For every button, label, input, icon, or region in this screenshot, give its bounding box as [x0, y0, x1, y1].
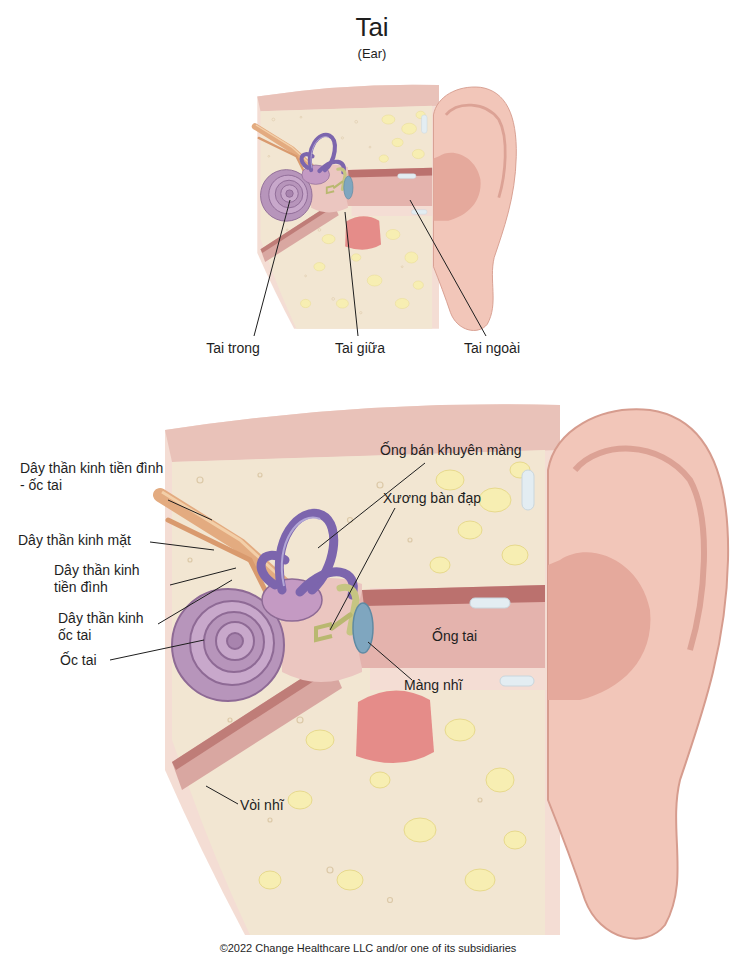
part-label: Tai giữa [305, 340, 415, 357]
part-label: Dây thần kinh tiền đình - ốc tai [20, 460, 166, 494]
copyright-note: ©2022 Change Healthcare LLC and/or one o… [0, 942, 740, 955]
part-label: Dây thần kinh tiền đình [54, 562, 166, 596]
part-label: (Ear) [322, 46, 422, 62]
part-label: Vòi nhĩ [240, 797, 320, 814]
part-label: Xương bàn đạp [383, 490, 533, 507]
part-label: Dây thần kinh ốc tai [58, 610, 162, 644]
part-label: Màng nhĩ [404, 677, 494, 694]
title: Tai [0, 12, 744, 43]
part-label: Dây thần kinh mặt [18, 532, 168, 549]
part-label: Ống bán khuyên màng [380, 442, 580, 459]
part-label: Ống tai [432, 628, 512, 645]
part-label: Ốc tai [60, 652, 120, 669]
part-label: Tai ngoài [437, 340, 547, 357]
part-label: Tai trong [178, 340, 288, 357]
